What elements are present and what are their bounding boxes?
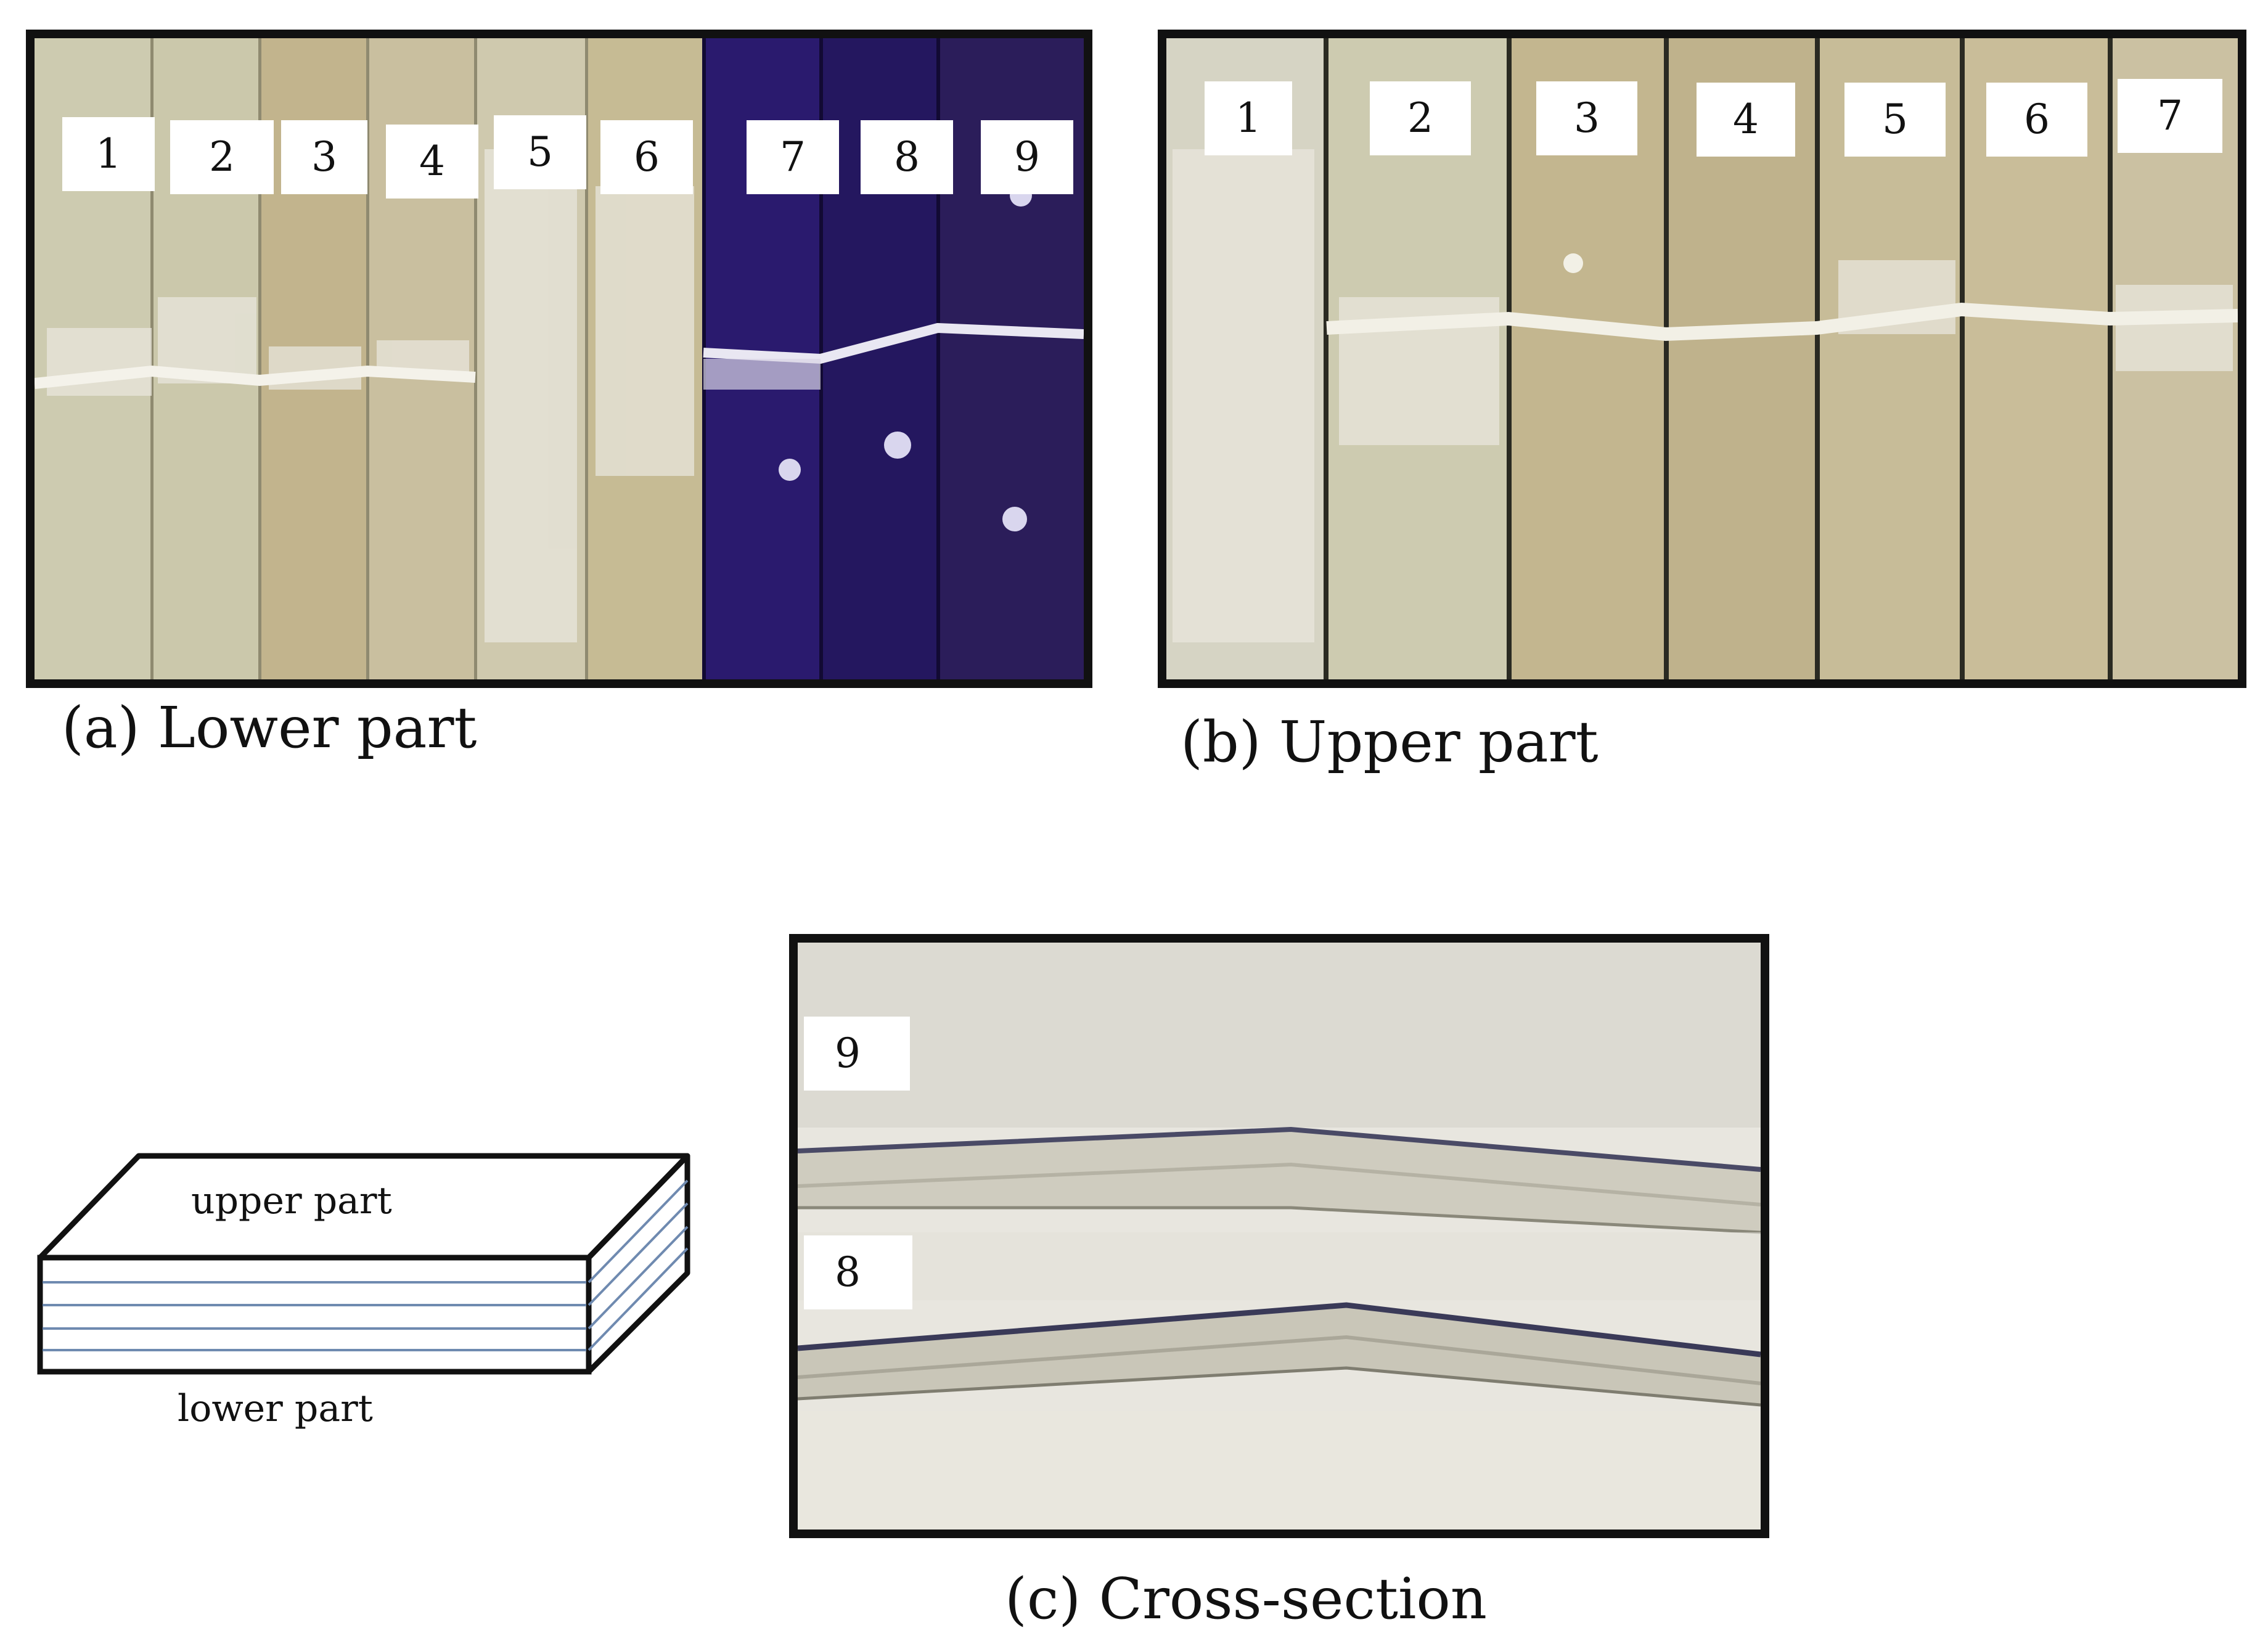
caption-upper-part: (b) Upper part (1181, 709, 1599, 775)
photo-panel-cross-section: 9 8 (789, 934, 1769, 1538)
specimen-label-8: 8 (804, 1235, 912, 1309)
specimen-label-2: 2 (170, 120, 274, 194)
specimen-label-8: 8 (861, 120, 953, 194)
specimen-label-6: 6 (600, 120, 693, 194)
specimen-label-5: 5 (1844, 83, 1946, 157)
specimen-label-9: 9 (981, 120, 1073, 194)
specimen-label-4: 4 (1697, 83, 1795, 157)
diagram-upper-part-label: upper part (191, 1179, 392, 1222)
photo-panel-lower-part: 1 2 3 4 5 6 7 8 9 (26, 30, 1092, 688)
specimen-label-2: 2 (1370, 81, 1471, 155)
specimen-label-9: 9 (804, 1017, 910, 1091)
caption-lower-part: (a) Lower part (62, 695, 477, 761)
caption-cross-section: (c) Cross-section (1005, 1566, 1488, 1632)
specimen-label-3: 3 (281, 120, 367, 194)
cross-section-photo (798, 943, 1761, 1529)
specimen-label-7: 7 (747, 120, 839, 194)
specimen-label-7: 7 (2118, 79, 2222, 153)
laminate-diagram (37, 1153, 690, 1375)
photo-panel-upper-part: 1 2 3 4 5 6 7 (1158, 30, 2246, 688)
specimen-label-1: 1 (1205, 81, 1292, 155)
specimen-label-5: 5 (494, 115, 586, 189)
specimen-label-3: 3 (1536, 81, 1637, 155)
specimen-label-6: 6 (1986, 83, 2087, 157)
diagram-lower-part-label: lower part (178, 1387, 373, 1430)
specimen-label-1: 1 (62, 117, 155, 191)
specimen-label-4: 4 (386, 125, 478, 199)
